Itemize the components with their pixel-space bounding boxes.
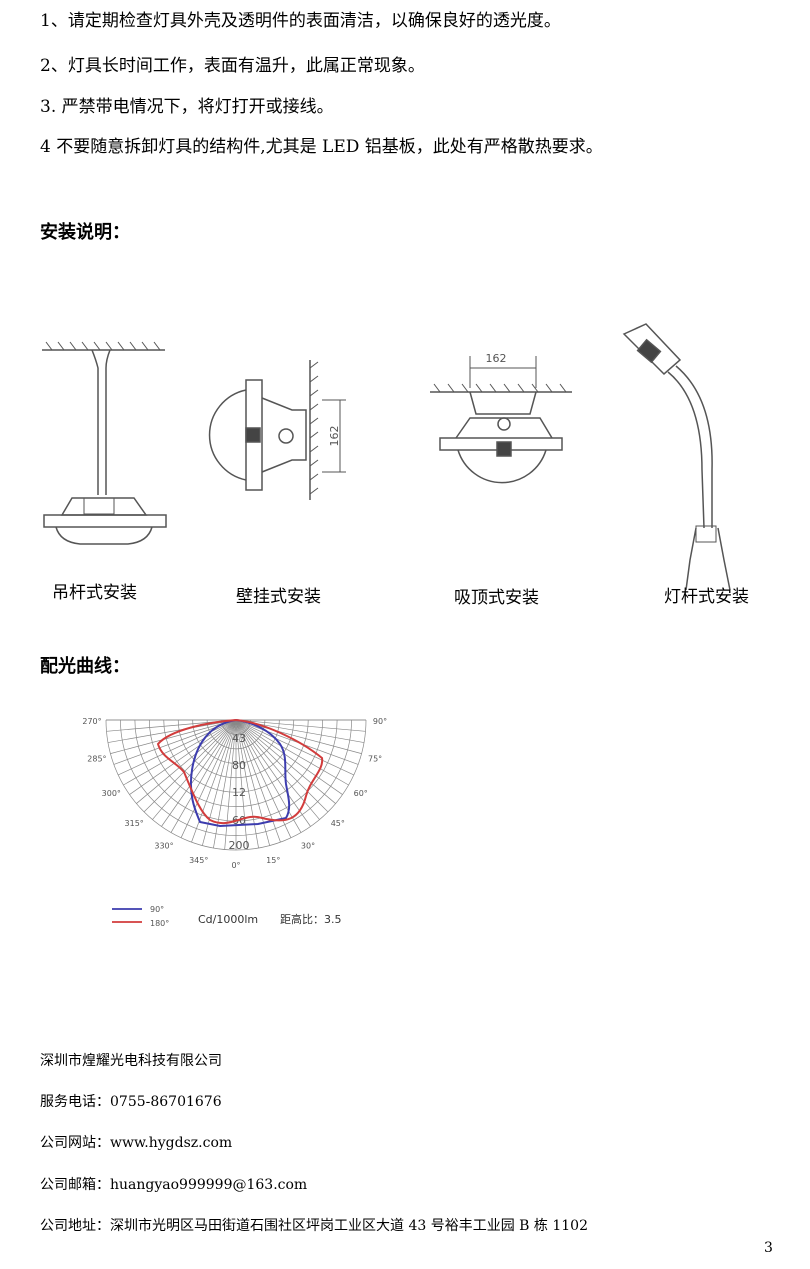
legend-label-90: 90°	[150, 905, 164, 914]
ring-label: 200	[229, 839, 250, 852]
pendant-mount-diagram	[42, 341, 167, 545]
angle-label: 270°	[82, 717, 101, 726]
polar-diagram: 270° 285° 300° 315° 330° 345° 0° 15° 30° 45° 60° 75…	[82, 717, 387, 928]
footer-phone: 服务电话：0755-86701676	[40, 1094, 222, 1110]
polar-spoke	[118, 719, 237, 776]
ring-label: 12	[232, 786, 246, 799]
footer-address: 公司地址：深圳市光明区马田街道石围社区坪岗工业区大道 43 号裕丰工业园 B 栋…	[40, 1218, 588, 1234]
caption-ceiling: 吸顶式安装	[454, 588, 539, 608]
polar-spoke	[136, 719, 237, 804]
polar-spoke	[129, 719, 237, 795]
polar-spoke	[224, 719, 237, 850]
pole-mount-diagram	[622, 323, 731, 591]
ring-label: 80	[232, 759, 246, 772]
polar-spoke	[161, 719, 237, 827]
note-2: 2、灯具长时间工作，表面有温升，此属正常现象。	[40, 56, 425, 76]
angle-label: 345°	[189, 856, 208, 865]
angle-label: 15°	[266, 856, 280, 865]
angle-label: 75°	[368, 754, 382, 763]
angle-label: 330°	[154, 842, 173, 851]
polar-spoke	[170, 719, 237, 833]
caption-pole: 灯杆式安装	[664, 587, 749, 607]
polar-spoke	[202, 719, 237, 846]
dim-ceiling-label: 162	[486, 352, 507, 365]
legend-label-180: 180°	[150, 919, 169, 928]
polar-spoke	[235, 719, 311, 827]
angle-label: 30°	[301, 842, 315, 851]
caption-wall: 壁挂式安装	[236, 587, 321, 607]
ceiling-mount-diagram	[430, 356, 572, 484]
units-label: Cd/1000lm	[198, 913, 258, 926]
polar-spoke	[235, 719, 349, 786]
wall-mount-diagram	[208, 360, 346, 500]
polar-spoke	[235, 719, 366, 732]
polar-spoke	[213, 719, 237, 849]
curve-heading: 配光曲线：	[40, 656, 130, 677]
ring-label: 43	[232, 732, 246, 745]
angle-label: 285°	[87, 754, 106, 763]
polar-spoke	[235, 719, 259, 849]
polar-spoke	[235, 719, 329, 813]
curve-180	[156, 718, 324, 825]
polar-spoke	[180, 719, 237, 838]
footer-email[interactable]: 公司邮箱：huangyao999999@163.com	[40, 1177, 308, 1193]
angle-label: 0°	[231, 861, 240, 870]
caption-pendant: 吊杆式安装	[52, 583, 137, 603]
angle-label: 60°	[354, 789, 368, 798]
polar-spoke	[235, 719, 343, 795]
footer-company: 深圳市煌耀光电科技有限公司	[40, 1053, 222, 1069]
install-heading: 安装说明：	[40, 222, 130, 243]
install-diagrams: 162 162	[42, 323, 731, 591]
polar-spoke	[152, 719, 237, 820]
angle-label: 45°	[331, 819, 345, 828]
footer-website[interactable]: 公司网站：www.hygdsz.com	[40, 1135, 233, 1151]
dim-wall-label: 162	[328, 426, 341, 447]
polar-spoke	[235, 719, 302, 833]
note-3: 3. 严禁带电情况下，将灯打开或接线。	[40, 97, 334, 117]
page-number: 3	[764, 1240, 773, 1256]
polar-spoke	[235, 719, 320, 820]
curve-90	[190, 718, 291, 828]
ratio-label: 距高比：3.5	[280, 912, 342, 926]
angle-label: 315°	[125, 819, 144, 828]
polar-spoke	[235, 719, 281, 843]
angle-label: 90°	[373, 717, 387, 726]
angle-label: 300°	[102, 789, 121, 798]
polar-spoke	[235, 719, 248, 850]
polar-spoke	[110, 719, 237, 754]
note-1: 1、请定期检查灯具外壳及透明件的表面清洁，以确保良好的透光度。	[40, 11, 561, 31]
polar-spoke	[107, 719, 237, 743]
polar-spoke	[143, 719, 237, 813]
note-4: 4 不要随意拆卸灯具的结构件,尤其是 LED 铝基板，此处有严格散热要求。	[40, 137, 603, 157]
polar-spoke	[235, 719, 354, 776]
polar-spoke	[235, 719, 270, 846]
polar-spoke	[123, 719, 237, 786]
